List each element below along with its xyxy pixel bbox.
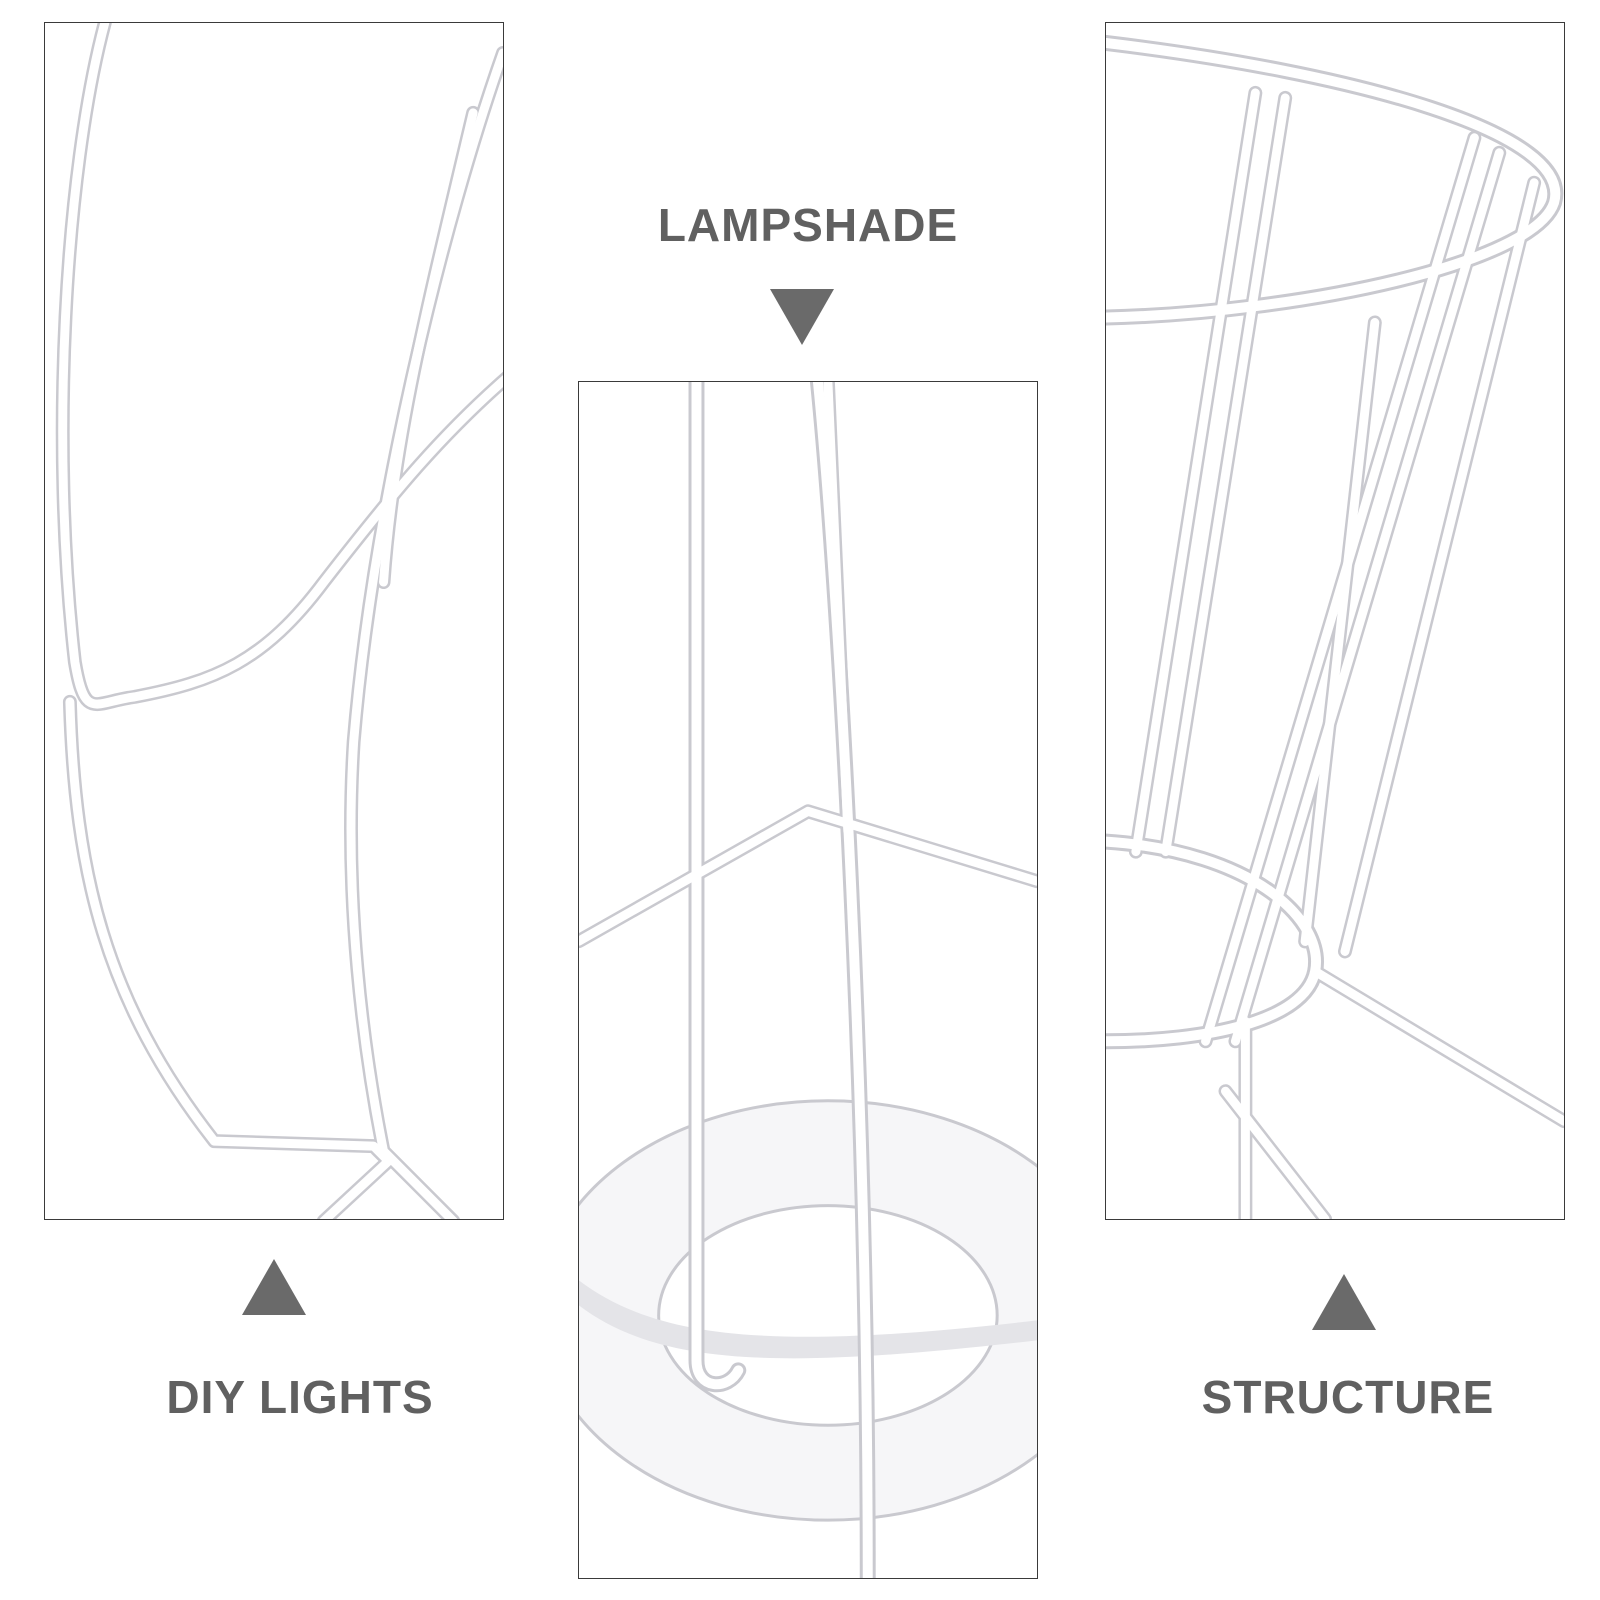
lampshade-photo-panel <box>578 381 1038 1579</box>
diy-lights-caption: DIY LIGHTS <box>166 1371 434 1423</box>
structure-caption: STRUCTURE <box>1201 1371 1495 1423</box>
mounting-ring <box>579 1099 1037 1522</box>
diy-lights-photo-panel <box>44 22 504 1220</box>
structure-photo-panel <box>1105 22 1565 1220</box>
wire-middle-fill <box>579 382 1037 1578</box>
wire-right-fill <box>1106 37 1564 1219</box>
wire-frame-left-image <box>55 23 503 1219</box>
down-arrow-icon <box>770 289 834 345</box>
up-arrow-icon <box>1312 1274 1376 1330</box>
wire-frame-right-image <box>1106 34 1564 1219</box>
wire-frame-middle-image <box>579 382 1037 1578</box>
wire-left-fill <box>58 23 503 1219</box>
lampshade-caption: LAMPSHADE <box>657 199 959 251</box>
up-arrow-icon <box>242 1259 306 1315</box>
wire-left-outline <box>55 23 503 1219</box>
